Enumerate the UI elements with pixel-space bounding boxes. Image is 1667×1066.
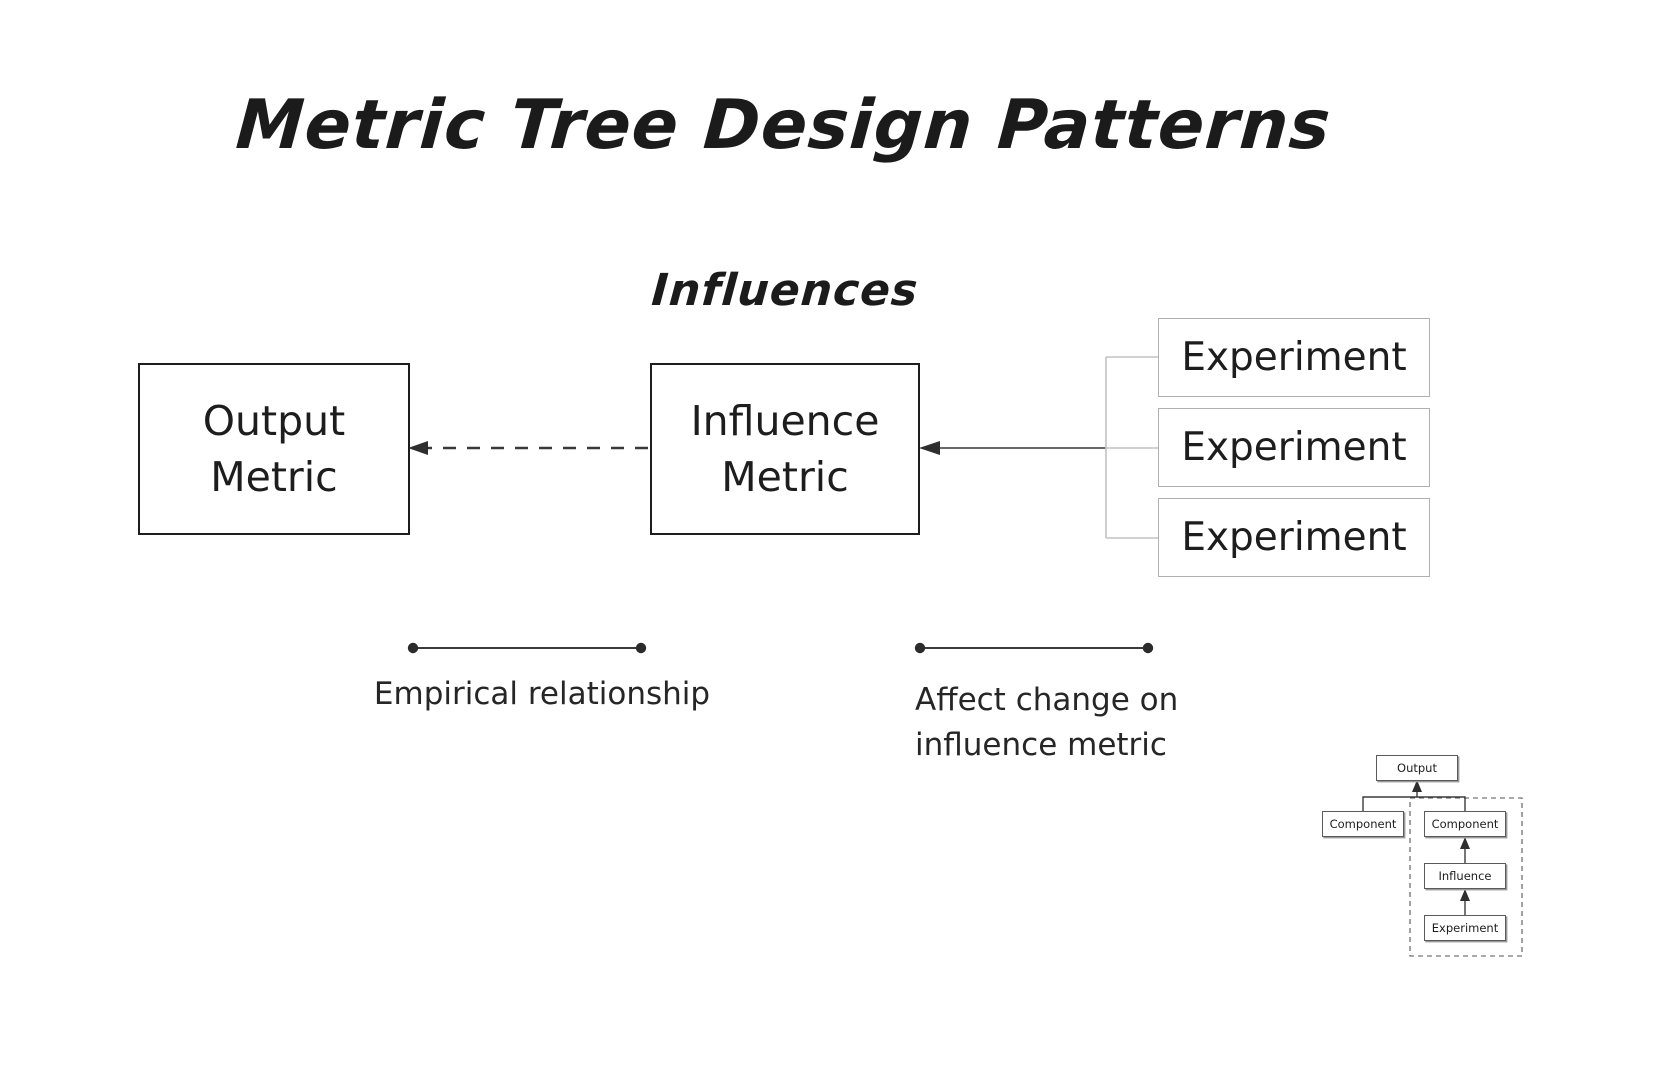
experiment-bracket [1105,356,1158,539]
thumbnail-node-output[interactable]: Output [1376,755,1458,781]
legend-affect-change: Affect change on influence metric [915,678,1205,768]
thumbnail-component-right-label: Component [1431,817,1499,831]
node-experiment[interactable]: Experiment [1158,498,1430,577]
edge-experiments-to-influence [919,441,1106,455]
experiment-label: Experiment [1181,515,1407,560]
thumbnail-node-experiment[interactable]: Experiment [1424,915,1506,941]
legend-affect-change-line2: influence metric [915,727,1167,763]
thumbnail-influence-label: Influence [1438,869,1492,883]
influence-metric-label-line1: Influence [690,397,880,445]
thumbnail-experiment-label: Experiment [1431,921,1499,935]
thumbnail-highlight-region [1409,797,1523,957]
legend-empirical-relationship: Empirical relationship [373,676,711,712]
influences-annotation: Influences [649,265,921,316]
thumbnail-output-label: Output [1397,761,1437,775]
thumbnail-connector-lines [1362,780,1523,957]
edge-influence-to-output [408,441,648,455]
output-metric-label-line2: Metric [210,453,338,501]
node-output-metric[interactable]: Output Metric [138,363,410,535]
node-experiment[interactable]: Experiment [1158,408,1430,487]
legend-left-marker [407,642,647,654]
thumbnail-node-component-right[interactable]: Component [1424,811,1506,837]
node-influence-metric[interactable]: Influence Metric [650,363,920,535]
thumbnail-node-component-left[interactable]: Component [1322,811,1404,837]
influence-metric-label-line2: Metric [721,453,849,501]
legend-affect-change-line1: Affect change on [915,682,1179,718]
node-experiment[interactable]: Experiment [1158,318,1430,397]
thumbnail-node-influence[interactable]: Influence [1424,863,1506,889]
output-metric-label-line1: Output [202,397,346,445]
thumbnail-component-left-label: Component [1329,817,1397,831]
legend-right-marker [914,642,1154,654]
thumbnail-minimap[interactable]: Output Component Component Influence Exp… [1306,750,1536,960]
experiment-label: Experiment [1181,425,1407,470]
experiment-label: Experiment [1181,335,1407,380]
page-title: Metric Tree Design Patterns [233,86,1334,165]
